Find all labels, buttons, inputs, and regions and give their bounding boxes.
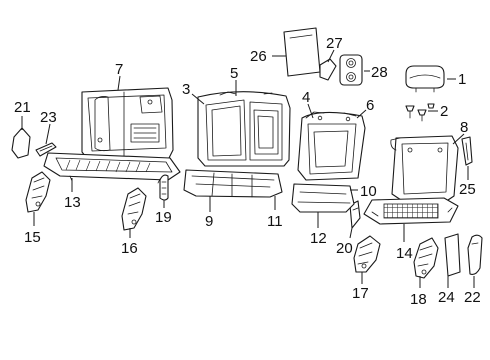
callout-25: 25 bbox=[459, 181, 476, 198]
callout-23: 23 bbox=[40, 109, 57, 126]
callout-1: 1 bbox=[458, 71, 466, 88]
trim-clip-20 bbox=[349, 200, 361, 229]
leader-7 bbox=[117, 75, 121, 91]
leader-23 bbox=[45, 123, 51, 145]
callout-20: 20 bbox=[336, 240, 353, 257]
leader-6 bbox=[356, 109, 367, 119]
rear-seat-back-right bbox=[297, 111, 366, 181]
leader-4 bbox=[307, 103, 314, 119]
rear-seat-cushion-left bbox=[183, 169, 283, 198]
callout-11: 11 bbox=[267, 213, 283, 230]
cupholder-trim-28 bbox=[339, 54, 363, 86]
trim-panel-24 bbox=[444, 233, 461, 277]
callout-16: 16 bbox=[121, 240, 138, 257]
rear-seat-back-frame-left bbox=[81, 87, 174, 163]
seat-hinge-16 bbox=[121, 187, 147, 231]
headrest-guide bbox=[405, 103, 435, 122]
callout-9: 9 bbox=[205, 213, 213, 230]
trim-cover-19 bbox=[159, 174, 169, 201]
side-shield-22 bbox=[467, 234, 483, 275]
trim-strip-25 bbox=[461, 136, 473, 166]
callout-24: 24 bbox=[438, 289, 455, 306]
callout-15: 15 bbox=[24, 229, 41, 246]
callout-21: 21 bbox=[14, 99, 31, 116]
callout-14: 14 bbox=[396, 245, 413, 262]
seat-hinge-17 bbox=[353, 235, 381, 273]
callout-labels: 1 2 3 4 5 6 7 8 9 10 11 12 13 14 15 16 1… bbox=[14, 35, 481, 308]
leader-lines bbox=[21, 49, 475, 288]
leader-3 bbox=[191, 93, 205, 105]
rear-seat-back-left bbox=[197, 91, 291, 167]
callout-13: 13 bbox=[64, 194, 81, 211]
seat-trim-panel-21 bbox=[11, 127, 31, 159]
callout-19: 19 bbox=[155, 209, 172, 226]
callout-12: 12 bbox=[310, 230, 327, 247]
callout-10: 10 bbox=[360, 183, 377, 200]
callout-17: 17 bbox=[352, 285, 369, 302]
callout-18: 18 bbox=[410, 291, 427, 308]
seat-back-panel-26 bbox=[283, 27, 321, 77]
callout-27: 27 bbox=[326, 35, 343, 52]
callout-28: 28 bbox=[371, 64, 388, 81]
leader-20 bbox=[349, 227, 353, 239]
rear-seat-cushion-frame-right bbox=[363, 197, 459, 225]
callout-7: 7 bbox=[115, 61, 123, 78]
callout-3: 3 bbox=[182, 81, 190, 98]
seat-bracket-23 bbox=[35, 142, 57, 157]
callout-6: 6 bbox=[366, 97, 374, 114]
seat-hinge-15 bbox=[25, 171, 51, 213]
rear-seat-back-frame-right bbox=[390, 135, 459, 203]
rear-seat-cushion-frame-left bbox=[43, 152, 181, 184]
callout-2: 2 bbox=[440, 103, 448, 120]
leader-8 bbox=[452, 133, 465, 145]
seat-hinge-18 bbox=[413, 237, 439, 279]
leader-27 bbox=[327, 49, 335, 63]
callout-5: 5 bbox=[230, 65, 238, 82]
rear-seat-cushion-right bbox=[291, 183, 355, 213]
callout-26: 26 bbox=[250, 48, 267, 65]
callout-22: 22 bbox=[464, 289, 481, 306]
callout-4: 4 bbox=[302, 89, 310, 106]
callout-8: 8 bbox=[460, 119, 468, 136]
headrest bbox=[405, 65, 445, 93]
latch-bezel-27 bbox=[319, 58, 337, 81]
